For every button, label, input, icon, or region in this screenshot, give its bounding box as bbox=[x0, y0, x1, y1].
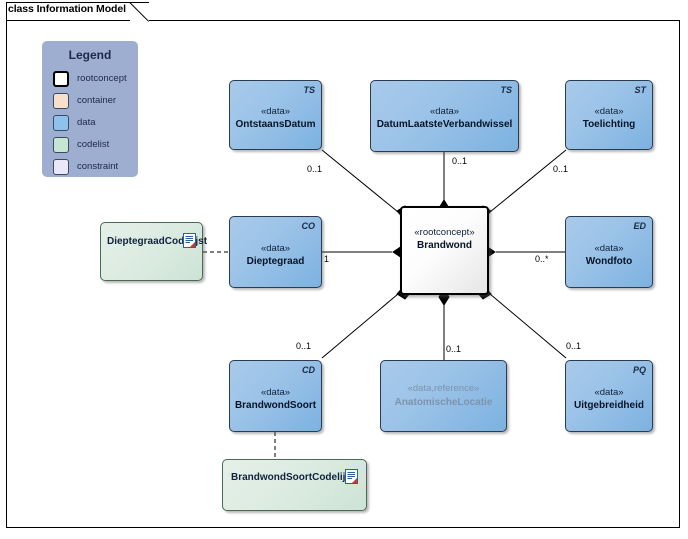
legend-panel: Legend rootconcept container data codeli… bbox=[42, 41, 138, 177]
class-dieptegraad[interactable]: CO «data» Dieptegraad bbox=[229, 216, 322, 288]
class-name-anatomischelocatie: AnatomischeLocatie bbox=[394, 397, 493, 408]
class-name-brandwondsoort: BrandwondSoort bbox=[234, 400, 317, 411]
diagram-frame-tab-bevel bbox=[130, 2, 149, 21]
class-brandwondsoort[interactable]: CD «data» BrandwondSoort bbox=[229, 360, 322, 432]
document-icon bbox=[345, 469, 358, 484]
legend-label-container: container bbox=[77, 95, 117, 106]
class-tag-wondfoto: ED bbox=[633, 221, 646, 231]
multiplicity-wondfoto: 0..* bbox=[535, 254, 549, 264]
class-tag-ontstaansdatum: TS bbox=[303, 85, 315, 95]
legend-swatch-codelist bbox=[53, 137, 69, 153]
multiplicity-ontstaansdatum: 0..1 bbox=[307, 164, 323, 174]
multiplicity-anatomischelocatie: 0..1 bbox=[446, 344, 462, 354]
legend-label-data: data bbox=[77, 117, 96, 128]
class-datumlaatsteverbandwissel[interactable]: TS «data» DatumLaatsteVerbandwissel bbox=[370, 80, 519, 152]
class-tag-toelichting: ST bbox=[634, 85, 646, 95]
class-name-brandwond: Brandwond bbox=[417, 240, 472, 251]
legend-label-constraint: constraint bbox=[77, 161, 119, 172]
class-name-toelichting: Toelichting bbox=[582, 119, 636, 130]
class-stereotype-ontstaansdatum: «data» bbox=[260, 106, 291, 117]
class-brandwondsoortcodelijst[interactable]: BrandwondSoortCodelijst bbox=[222, 459, 367, 511]
legend-swatch-data bbox=[53, 115, 69, 131]
legend-label-rootconcept: rootconcept bbox=[77, 73, 127, 84]
legend-swatch-rootconcept bbox=[53, 71, 69, 87]
class-tag-datumlaatsteverbandwissel: TS bbox=[500, 85, 512, 95]
class-tag-uitgebreidheid: PQ bbox=[632, 365, 646, 375]
legend-label-codelist: codelist bbox=[77, 139, 110, 150]
legend-swatch-container bbox=[53, 93, 69, 109]
class-stereotype-datumlaatsteverbandwissel: «data» bbox=[429, 106, 460, 117]
class-stereotype-anatomischelocatie: «data,reference» bbox=[407, 383, 480, 394]
class-name-uitgebreidheid: Uitgebreidheid bbox=[573, 400, 644, 411]
class-toelichting[interactable]: ST «data» Toelichting bbox=[565, 80, 653, 150]
diagram-title: class Information Model bbox=[8, 3, 126, 15]
multiplicity-toelichting: 0..1 bbox=[553, 164, 569, 174]
class-name-brandwondsoortcodelijst: BrandwondSoortCodelijst bbox=[231, 472, 355, 483]
class-name-dieptegraadcodelijst: DieptegraadCodelijst bbox=[107, 236, 208, 247]
class-anatomischelocatie[interactable]: «data,reference» AnatomischeLocatie bbox=[380, 360, 507, 432]
legend-swatch-constraint bbox=[53, 159, 69, 175]
class-stereotype-uitgebreidheid: «data» bbox=[594, 387, 624, 398]
class-brandwond-rootconcept[interactable]: «rootconcept» Brandwond bbox=[400, 206, 489, 295]
document-icon bbox=[183, 233, 196, 248]
class-stereotype-dieptegraad: «data» bbox=[260, 243, 291, 254]
multiplicity-uitgebreidheid: 0..1 bbox=[566, 341, 582, 351]
class-dieptegraadcodelijst[interactable]: DieptegraadCodelijst bbox=[100, 222, 207, 281]
class-wondfoto[interactable]: ED «data» Wondfoto bbox=[565, 216, 653, 288]
diagram-frame-tab bbox=[6, 2, 131, 21]
class-stereotype-toelichting: «data» bbox=[594, 106, 624, 117]
class-tag-dieptegraad: CO bbox=[301, 221, 316, 231]
class-stereotype-brandwondsoort: «data» bbox=[260, 387, 291, 398]
multiplicity-dieptegraad: 1 bbox=[324, 254, 330, 264]
class-name-wondfoto: Wondfoto bbox=[585, 256, 633, 267]
class-name-ontstaansdatum: OntstaansDatum bbox=[235, 119, 316, 130]
class-ontstaansdatum[interactable]: TS «data» OntstaansDatum bbox=[229, 80, 322, 150]
class-name-datumlaatsteverbandwissel: DatumLaatsteVerbandwissel bbox=[376, 119, 513, 130]
class-uitgebreidheid[interactable]: PQ «data» Uitgebreidheid bbox=[565, 360, 653, 432]
multiplicity-brandwondsoort: 0..1 bbox=[296, 341, 312, 351]
multiplicity-datumlaatsteverbandwissel: 0..1 bbox=[452, 156, 468, 166]
legend-title: Legend bbox=[68, 48, 112, 62]
class-stereotype-brandwond: «rootconcept» bbox=[414, 227, 475, 238]
class-stereotype-wondfoto: «data» bbox=[594, 243, 624, 254]
class-tag-brandwondsoort: CD bbox=[302, 365, 315, 375]
class-name-dieptegraad: Dieptegraad bbox=[246, 256, 305, 267]
